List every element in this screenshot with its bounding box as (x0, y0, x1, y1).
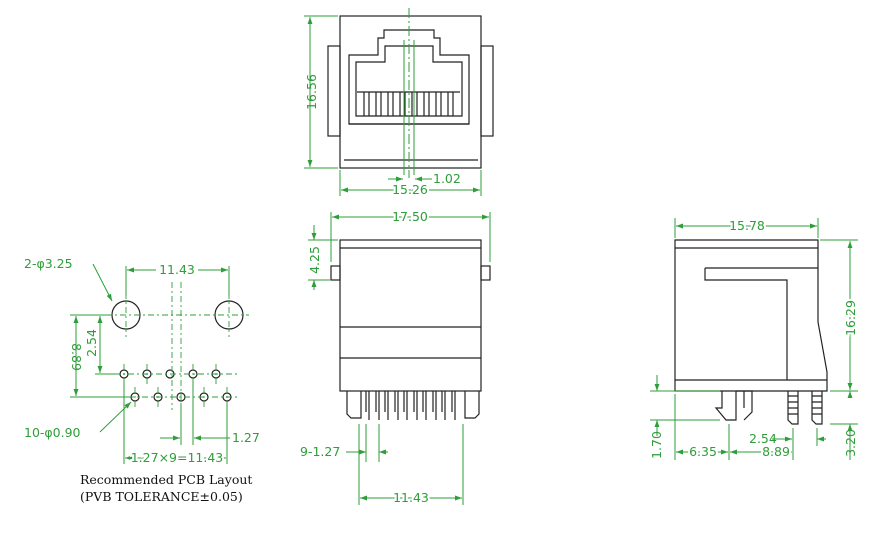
pcb-caption-tolerance: (PVB TOLERANCE±0.05) (80, 489, 243, 504)
dim-side-height: 16.29 (843, 300, 858, 336)
pcb-mount-holes-label: 2-φ3.25 (24, 256, 73, 271)
pcb-hole-spacing-label: 11.43 (159, 262, 195, 277)
dim-top-height: 16.56 (304, 74, 319, 110)
pcb-layout (70, 263, 249, 464)
dim-side-pin-row-spacing: 8.89 (762, 444, 790, 459)
pcb-pin-holes-label: 10-φ0.90 (24, 425, 81, 440)
pcb-stagger-label: 1.27 (232, 430, 260, 445)
front-view-dimensions (308, 212, 491, 505)
dim-front-pin-span: 11.43 (393, 490, 429, 505)
dim-front-pin-pitch: 9-1.27 (300, 444, 340, 459)
dim-side-post-pitch: 2.54 (749, 431, 777, 446)
pcb-vertical-1-label: 8.89 (69, 343, 84, 371)
pcb-pitch-total-label: 1.27×9=11.43 (131, 450, 224, 465)
dim-front-tab-height: 4.25 (307, 246, 322, 274)
dim-side-pin-length: 3.20 (843, 429, 858, 457)
pcb-vertical-2-label: 2.54 (84, 329, 99, 357)
dim-top-pitch: 1.02 (433, 171, 461, 186)
side-view (674, 239, 828, 425)
dim-top-width: 15.26 (392, 182, 428, 197)
dim-front-width: 17.50 (392, 209, 428, 224)
dim-side-pin-offset: 6.35 (689, 444, 717, 459)
front-view (330, 239, 491, 420)
side-view-dimensions (650, 218, 858, 460)
dim-side-post-length: 1.70 (649, 431, 664, 459)
top-view (327, 15, 494, 169)
dim-side-depth: 15.78 (729, 218, 765, 233)
top-view-contacts (357, 91, 460, 116)
top-view-dimensions (304, 8, 482, 196)
pcb-caption-title: Recommended PCB Layout (80, 472, 252, 487)
dimension-labels: 16.56 1.02 15.26 17.50 4.25 9-1.27 11.43… (24, 74, 860, 507)
